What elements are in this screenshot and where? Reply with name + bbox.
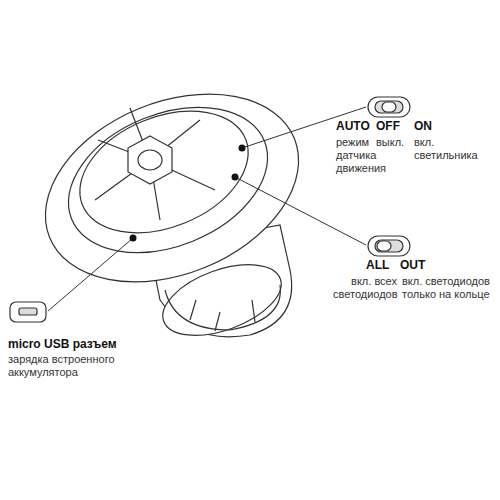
port-name: micro USB разъем (8, 338, 158, 351)
switch-position: ALL (366, 259, 398, 272)
position-note: вкл. всех светодиодов (333, 275, 397, 301)
position-note: вкл. светильника (414, 136, 484, 162)
position-note: выкл. (376, 136, 412, 149)
port-note: зарядка встроенного аккумулятора (8, 353, 123, 379)
position-note: вкл. светодиодов только на кольце (402, 275, 495, 301)
switch-position: OFF (376, 120, 410, 133)
switch-position: AUTO (336, 120, 376, 133)
switch-position: OUT (400, 259, 440, 272)
switch-position: ON (414, 120, 444, 133)
